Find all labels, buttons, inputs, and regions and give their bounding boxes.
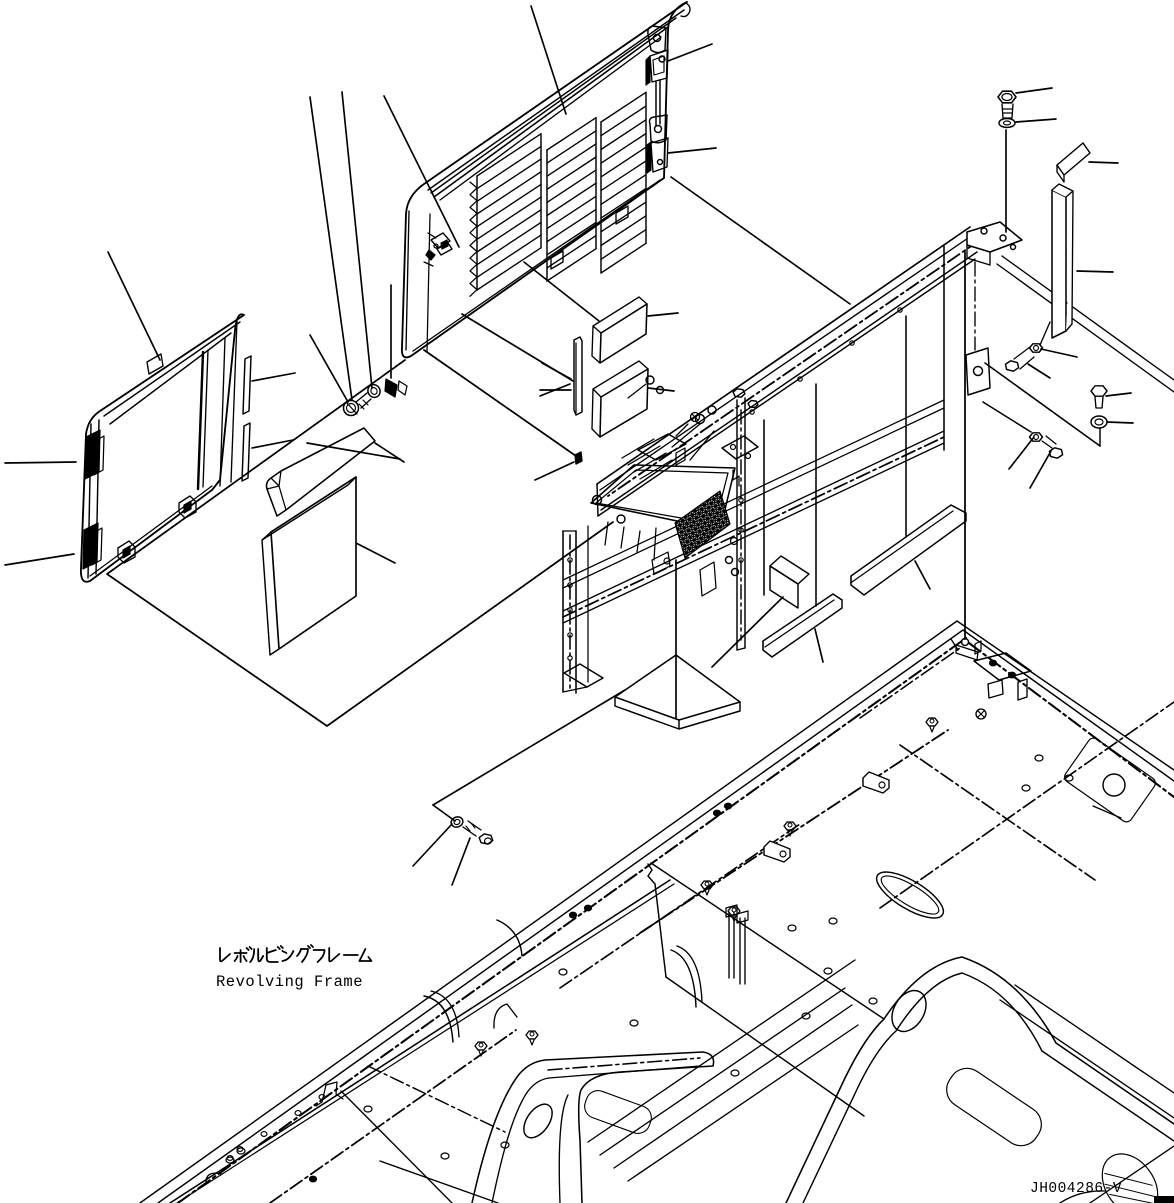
svg-text:Revolving Frame: Revolving Frame <box>216 973 363 991</box>
svg-text:JH004286-V: JH004286-V <box>1030 1181 1122 1197</box>
